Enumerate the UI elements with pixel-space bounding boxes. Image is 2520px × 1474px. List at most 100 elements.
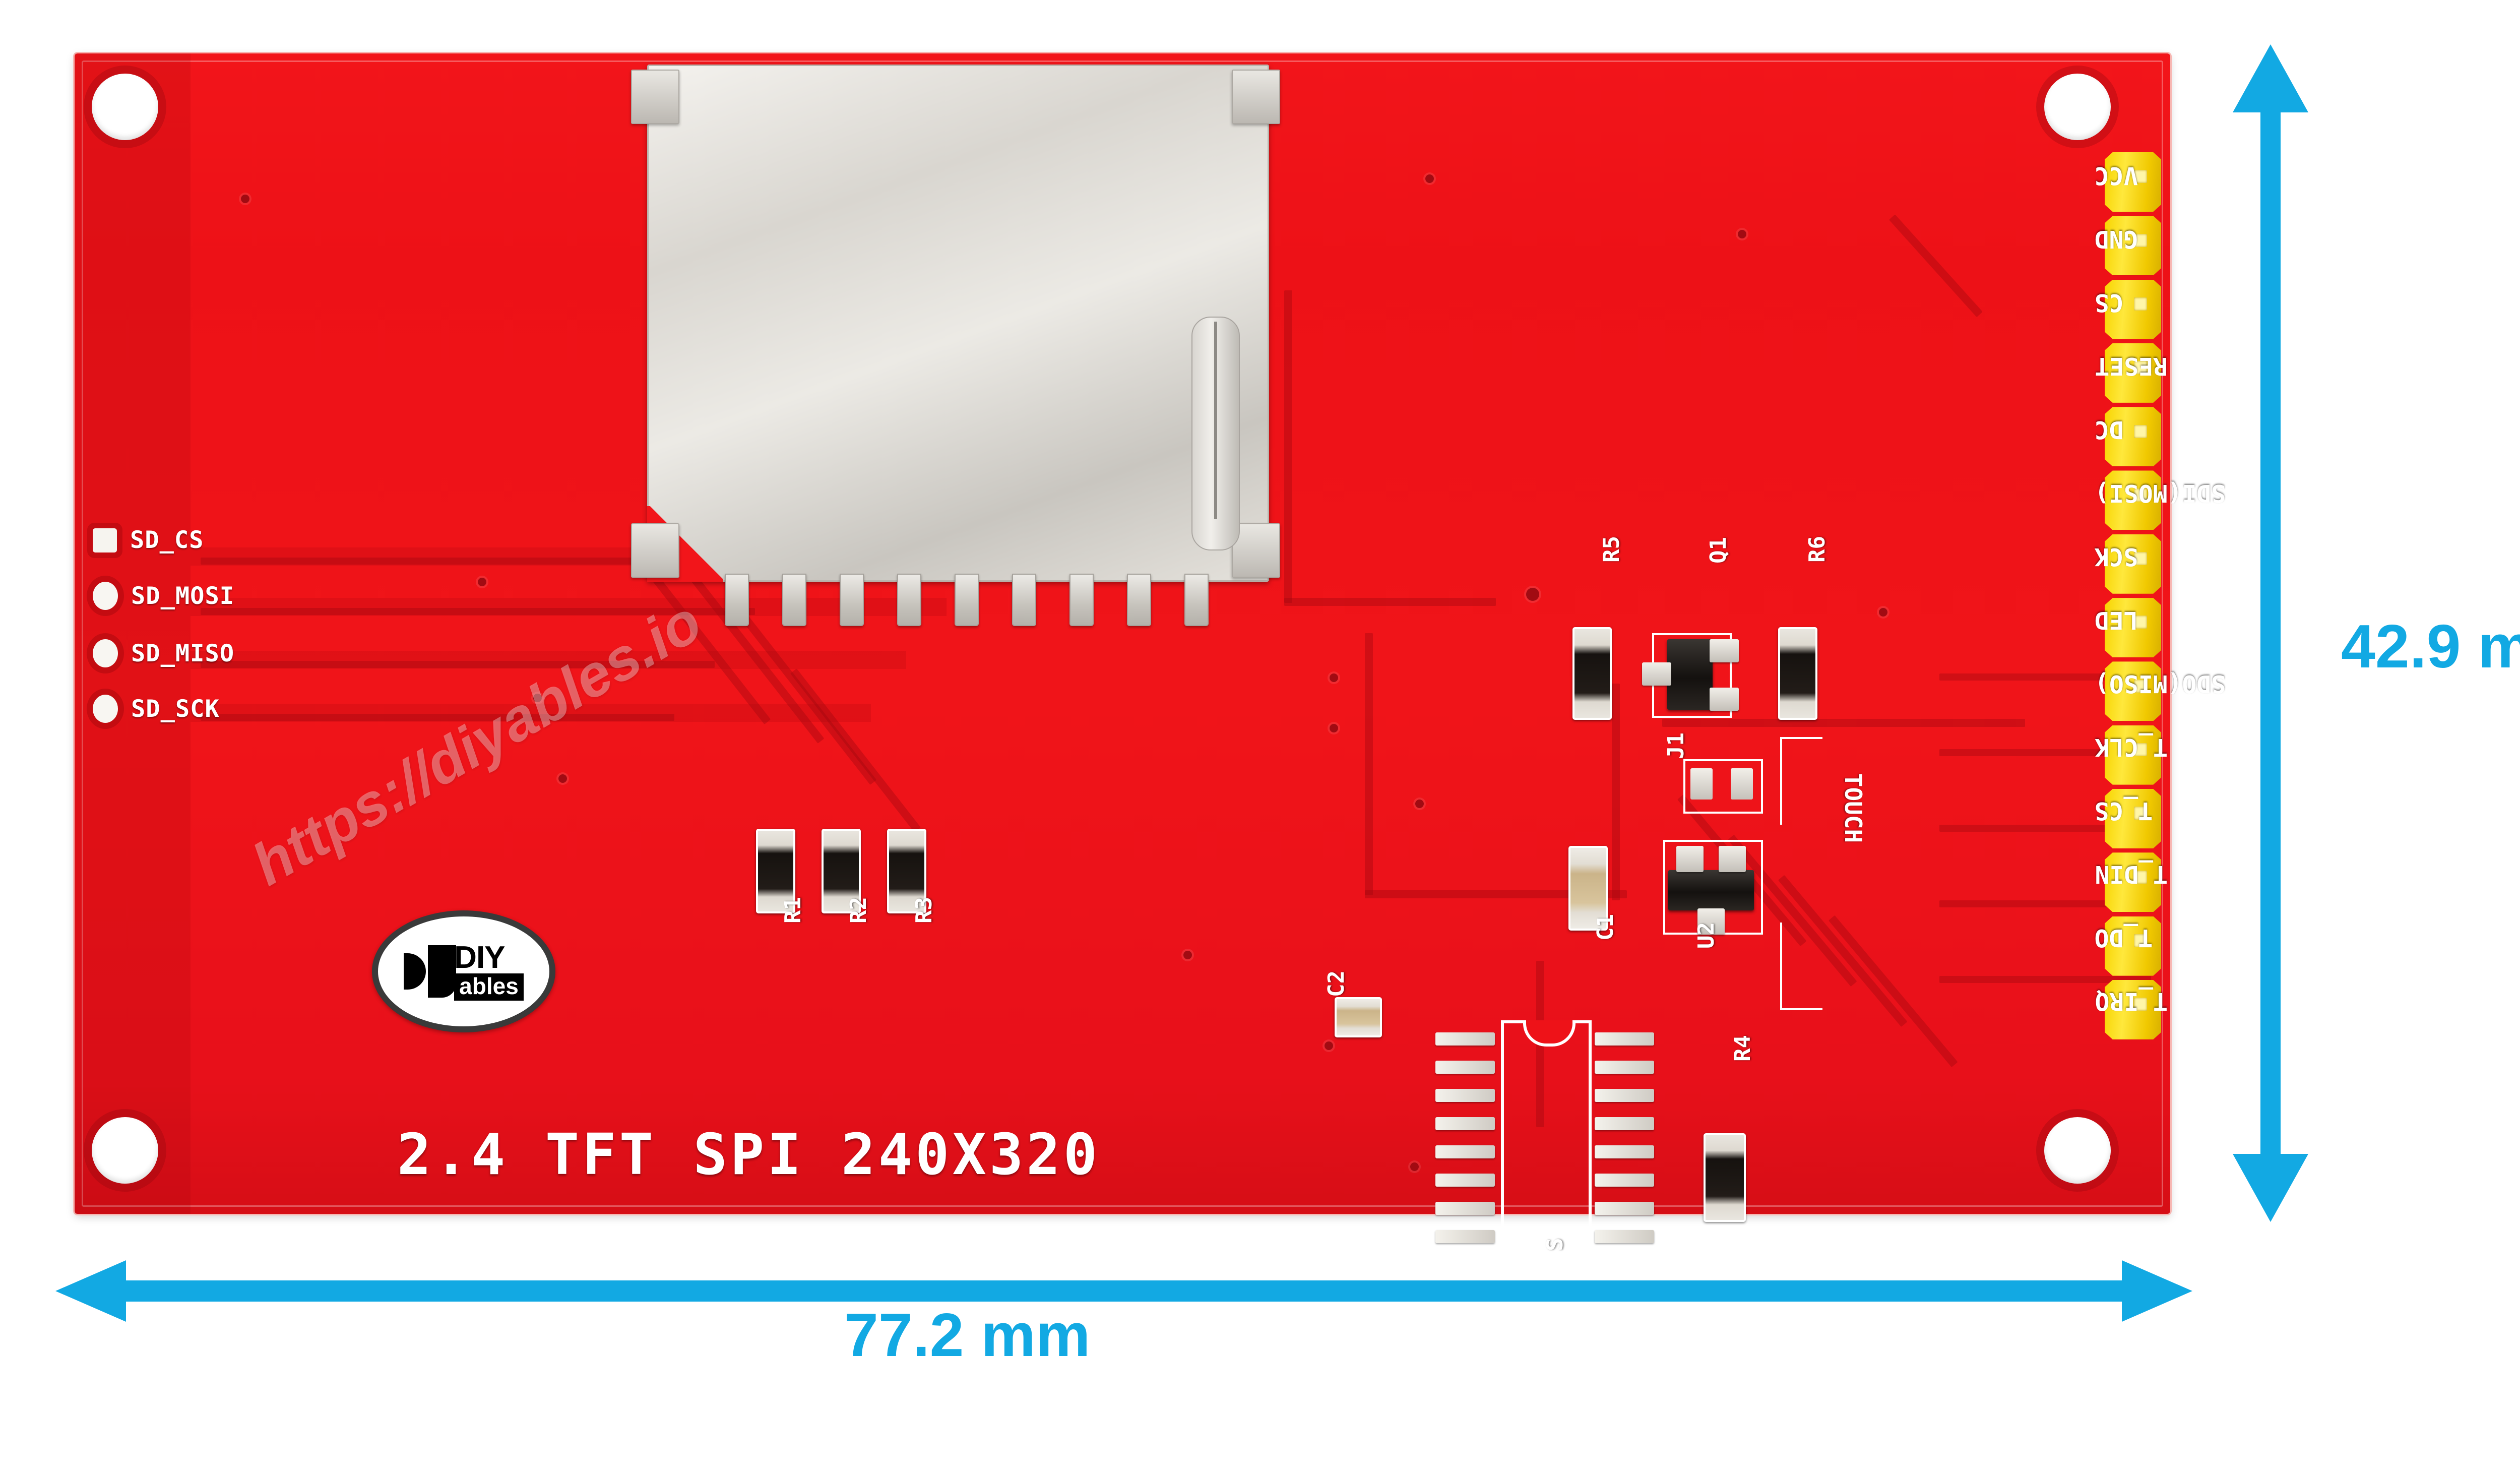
copper-trace [1365, 890, 1627, 898]
ic-pad [1595, 1089, 1654, 1102]
copper-trace [740, 613, 877, 785]
via [1410, 1162, 1419, 1171]
via [1325, 1041, 1333, 1050]
sd-socket-pin [782, 574, 806, 626]
copper-trace [1939, 976, 2151, 983]
header-label-reset: RESET [2095, 352, 2168, 380]
ic-pad [1595, 1202, 1654, 1215]
ic-pad [1435, 1117, 1495, 1130]
header-label-vcc: VCC [2095, 161, 2138, 190]
header-label-dc: DC [2095, 415, 2124, 444]
sd-pad-label: SD_CS [130, 526, 204, 554]
header-pin-12[interactable] [2105, 852, 2161, 912]
sd-socket-pin [840, 574, 864, 626]
header-pin-8[interactable] [2105, 598, 2161, 658]
pin-header[interactable] [2105, 152, 2161, 1039]
via [478, 578, 486, 586]
sd-socket-tab [1232, 70, 1280, 124]
ic-pad [1435, 1032, 1495, 1046]
ic-pad [1595, 1032, 1654, 1046]
q1-pin [1642, 662, 1671, 686]
refdes-j1: J1 [1663, 732, 1689, 759]
component-r3 [887, 829, 926, 913]
copper-trace [1939, 673, 2151, 681]
component-r5 [1572, 627, 1612, 720]
sd-pad-row[interactable]: SD_SCK [93, 695, 220, 723]
board-title-silkscreen: 2.4 TFT SPI 240X320 [397, 1122, 1101, 1188]
copper-trace [1939, 825, 2151, 832]
copper-trace [1939, 749, 2151, 756]
refdes-c2: C2 [1324, 970, 1349, 997]
j1-pad[interactable] [1690, 768, 1713, 800]
component-r2 [822, 829, 861, 913]
ic-pad [1435, 1089, 1495, 1102]
sd-pad-round[interactable] [93, 695, 118, 723]
logo-secondary-text: ables [454, 973, 524, 1001]
header-pin-11[interactable] [2105, 788, 2161, 848]
header-pin-10[interactable] [2105, 725, 2161, 785]
refdes-r4: R4 [1730, 1035, 1755, 1062]
refdes-r3: R3 [911, 897, 937, 924]
header-pin-6[interactable] [2105, 470, 2161, 530]
header-pin-1[interactable] [2105, 152, 2161, 212]
component-r4 [1704, 1133, 1746, 1222]
u2-pin [1697, 908, 1725, 935]
sd-pad-round[interactable] [93, 639, 118, 667]
refdes-r5: R5 [1599, 536, 1624, 563]
header-pin-13[interactable] [2105, 916, 2161, 976]
copper-trace [201, 608, 755, 615]
refdes-r2: R2 [846, 897, 871, 924]
component-c1 [1568, 846, 1608, 931]
pcb-board: SD_CS SD_MOSI SD_MISO SD_SCK R1 R2 R3 R5… [75, 53, 2226, 1262]
sd-socket-pin [1069, 574, 1094, 626]
diyables-logo: DIY ables [372, 910, 555, 1032]
header-pin-14[interactable] [2105, 979, 2161, 1039]
sd-socket-shield [647, 65, 1269, 582]
header-label-sdo-miso: SDO(MISO) [2095, 669, 2226, 698]
sd-pad-label: SD_SCK [131, 695, 220, 723]
sd-socket-pin [955, 574, 979, 626]
sd-pad-row[interactable]: SD_MOSI [93, 582, 234, 610]
component-s-outline [1501, 1020, 1592, 1262]
header-pin-4[interactable] [2105, 343, 2161, 403]
mounting-hole-bottom-left [92, 1117, 158, 1184]
copper-trace [1612, 684, 1620, 900]
watermark-url: https://diyables.io [241, 588, 713, 899]
refdes-s: S [1542, 1238, 1568, 1252]
refdes-r1: R1 [780, 897, 806, 924]
sd-socket-pin [1012, 574, 1036, 626]
sd-pad-round[interactable] [93, 582, 118, 610]
copper-pour [191, 651, 906, 669]
copper-trace [1662, 719, 2025, 727]
sd-pad-square[interactable] [93, 528, 117, 552]
component-j1-outline [1683, 759, 1763, 814]
copper-trace [1365, 633, 1373, 895]
via [1526, 588, 1539, 601]
copper-trace [790, 668, 921, 833]
via [1183, 951, 1192, 959]
header-label-led: LED [2095, 606, 2138, 634]
via [1879, 608, 1887, 617]
mounting-hole-bottom-right [2044, 1117, 2111, 1184]
j1-pad[interactable] [1731, 768, 1753, 800]
header-pin-7[interactable] [2105, 534, 2161, 594]
ic-pad [1595, 1061, 1654, 1074]
width-dimension-arrow [55, 1260, 2192, 1322]
ic-pad [1435, 1061, 1495, 1074]
header-pin-9[interactable] [2105, 661, 2161, 721]
copper-trace [1889, 214, 1983, 318]
height-dimension-arrow [2233, 44, 2308, 1222]
header-pin-2[interactable] [2105, 216, 2161, 276]
header-pin-3[interactable] [2105, 279, 2161, 339]
mounting-hole-top-left [92, 74, 158, 140]
via [1330, 673, 1338, 682]
refdes-u2: U2 [1693, 922, 1719, 949]
via [1425, 174, 1434, 183]
header-pin-5[interactable] [2105, 407, 2161, 467]
sd-pad-row[interactable]: SD_CS [93, 526, 204, 554]
sd-pad-row[interactable]: SD_MISO [93, 639, 234, 667]
microsd-card-socket[interactable] [631, 65, 1280, 626]
copper-pour [191, 704, 871, 722]
logo-text: DIY ables [454, 942, 524, 1001]
